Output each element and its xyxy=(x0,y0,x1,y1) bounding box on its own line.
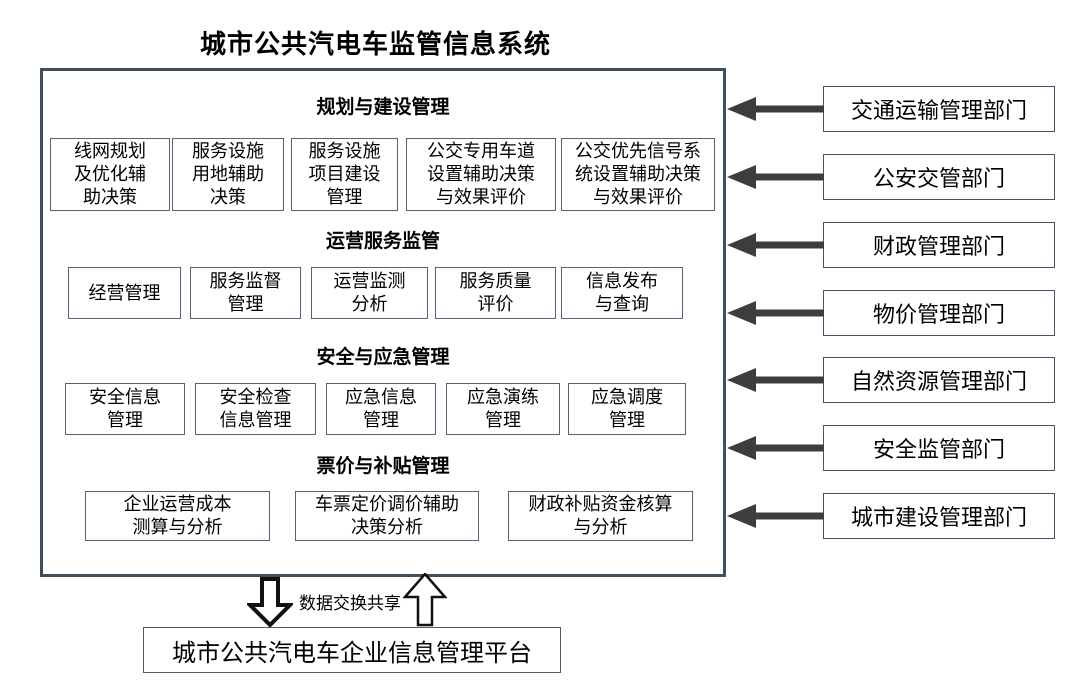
left-arrow-icon xyxy=(727,165,824,189)
module-box: 经营管理 xyxy=(68,267,181,319)
section-header-fare: 票价与补贴管理 xyxy=(316,456,450,477)
module-box: 服务设施 用地辅助 决策 xyxy=(172,138,284,211)
left-arrow-icon xyxy=(727,368,824,392)
up-arrow-icon xyxy=(403,573,447,627)
department-box: 财政管理部门 xyxy=(823,222,1055,268)
department-box: 公安交管部门 xyxy=(823,154,1055,200)
module-box: 公交专用车道 设置辅助决策 与效果评价 xyxy=(406,138,556,211)
section-header-safety: 安全与应急管理 xyxy=(316,347,450,368)
module-box: 应急演练 管理 xyxy=(446,383,560,435)
module-box: 服务质量 评价 xyxy=(435,267,556,319)
down-arrow-icon xyxy=(247,577,293,627)
module-box: 服务设施 项目建设 管理 xyxy=(291,138,398,211)
left-arrow-icon xyxy=(727,504,824,528)
platform-box: 城市公共汽电车企业信息管理平台 xyxy=(143,627,561,673)
module-box: 信息发布 与查询 xyxy=(561,267,683,319)
department-box: 安全监管部门 xyxy=(823,425,1055,471)
section-header-operation: 运营服务监管 xyxy=(325,231,440,252)
system-box: 规划与建设管理 线网规划 及优化辅 助决策 服务设施 用地辅助 决策 服务设施 … xyxy=(40,68,726,577)
department-box: 交通运输管理部门 xyxy=(823,86,1055,132)
module-box: 企业运营成本 测算与分析 xyxy=(85,491,270,541)
module-box: 车票定价调价辅助 决策分析 xyxy=(295,491,479,541)
left-arrow-icon xyxy=(727,301,824,325)
module-box: 公交优先信号系 统设置辅助决策 与效果评价 xyxy=(561,138,715,211)
section-header-planning: 规划与建设管理 xyxy=(316,97,450,118)
department-box: 城市建设管理部门 xyxy=(823,493,1055,539)
page-title: 城市公共汽电车监管信息系统 xyxy=(200,29,552,59)
module-box: 财政补贴资金核算 与分析 xyxy=(508,491,693,541)
department-box: 自然资源管理部门 xyxy=(823,357,1055,403)
left-arrow-icon xyxy=(727,97,824,121)
left-arrow-icon xyxy=(727,233,824,257)
module-box: 安全检查 信息管理 xyxy=(195,383,316,435)
module-box: 应急调度 管理 xyxy=(568,383,686,435)
data-exchange-label: 数据交换共享 xyxy=(299,594,401,613)
module-box: 应急信息 管理 xyxy=(326,383,436,435)
module-box: 服务监督 管理 xyxy=(190,267,301,319)
department-box: 物价管理部门 xyxy=(823,290,1055,336)
module-box: 安全信息 管理 xyxy=(65,383,185,435)
left-arrow-icon xyxy=(727,436,824,460)
module-box: 线网规划 及优化辅 助决策 xyxy=(50,138,170,211)
module-box: 运营监测 分析 xyxy=(311,267,428,319)
